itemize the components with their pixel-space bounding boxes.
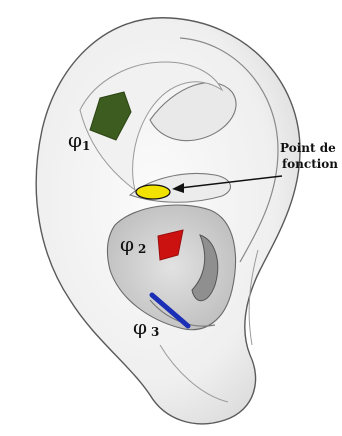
phi3-subscript: 3 [151, 325, 159, 339]
phi2-subscript: 2 [138, 242, 146, 256]
phi1-subscript: 1 [82, 139, 90, 153]
phi3-symbol: φ [133, 315, 147, 339]
point-label-line1: Point de [280, 141, 336, 155]
phi2-symbol: φ [120, 232, 134, 256]
point-ellipse [136, 185, 170, 199]
point-label-line2: fonction [282, 157, 338, 171]
phi1-symbol: φ [68, 128, 82, 152]
